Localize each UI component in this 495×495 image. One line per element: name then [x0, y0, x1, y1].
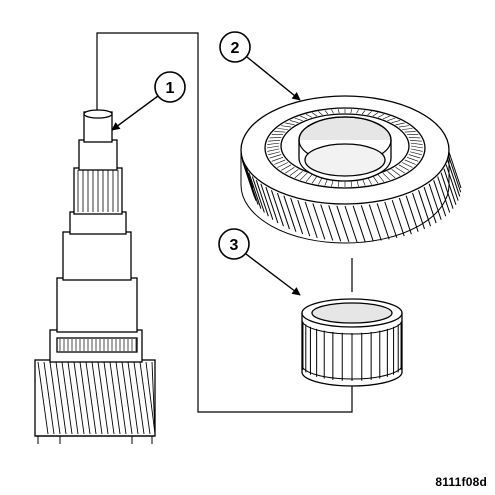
callout-2: 2 — [219, 31, 301, 101]
callout-3-number: 3 — [230, 237, 239, 254]
callout-2-number: 2 — [231, 40, 240, 57]
callout-2-leader — [246, 56, 301, 101]
callout-3-leader — [245, 253, 301, 296]
shaft-assembly — [34, 109, 156, 444]
shaft-body-upper — [62, 231, 132, 281]
callout-3: 3 — [218, 228, 301, 296]
needle-bearing — [301, 298, 403, 387]
figure-id-label: 8111f08d — [435, 475, 487, 489]
shaft-neck — [78, 139, 118, 171]
callout-1-number: 1 — [166, 80, 175, 97]
shaft-gear — [34, 359, 156, 437]
shaft-break-lines — [37, 436, 153, 444]
shaft-collar — [56, 337, 138, 353]
helical-gear — [240, 95, 462, 244]
assembly-bracket-line — [96, 32, 353, 413]
callout-1-leader — [111, 95, 159, 131]
callout-1: 1 — [111, 71, 186, 131]
shaft-step — [69, 211, 127, 235]
shaft-body-mid — [56, 277, 138, 333]
